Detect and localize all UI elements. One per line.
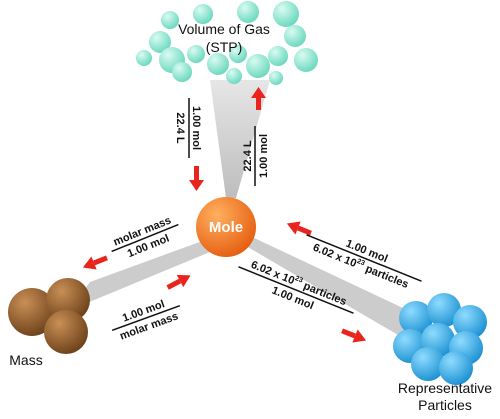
arrow-mole-to-particles	[341, 328, 367, 343]
arrow-mass-to-mole	[166, 274, 191, 290]
factor-mole-to-gas-denominator: 1.00 mol	[258, 134, 270, 178]
arrow-mole-to-mass	[82, 255, 108, 270]
arrow-gas-to-mole	[189, 166, 204, 191]
gas-cloud	[136, 1, 318, 85]
connector-gas	[210, 80, 270, 198]
conversion-arrows	[82, 87, 367, 343]
gas-label-line1: Volume of Gas	[178, 21, 270, 37]
particles-label-line1: Representative	[398, 380, 492, 396]
mass-label: Mass	[9, 352, 42, 368]
mole-label: Mole	[209, 219, 243, 236]
factor-gas-to-mole: 1.00 mol 22.4 L	[174, 98, 202, 158]
particle-spheres	[393, 293, 487, 385]
arrow-particles-to-mole	[286, 221, 312, 236]
factor-mass-to-mole: 1.00 mol molar mass	[111, 298, 181, 343]
mass-spheres	[8, 278, 90, 354]
factor-gas-to-mole-denominator: 22.4 L	[174, 112, 186, 143]
gas-label-line2: (STP)	[206, 39, 243, 55]
factor-mole-to-gas-numerator: 22.4 L	[242, 140, 254, 171]
connector-mass	[70, 240, 210, 310]
factor-gas-to-mole-numerator: 1.00 mol	[190, 106, 202, 150]
particles-label-line2: Particles	[418, 397, 472, 413]
arrow-mole-to-gas	[251, 87, 266, 110]
factor-mole-to-gas: 22.4 L 1.00 mol	[242, 126, 270, 186]
connector-particles	[246, 236, 420, 342]
mole-node: Mole	[196, 197, 256, 257]
